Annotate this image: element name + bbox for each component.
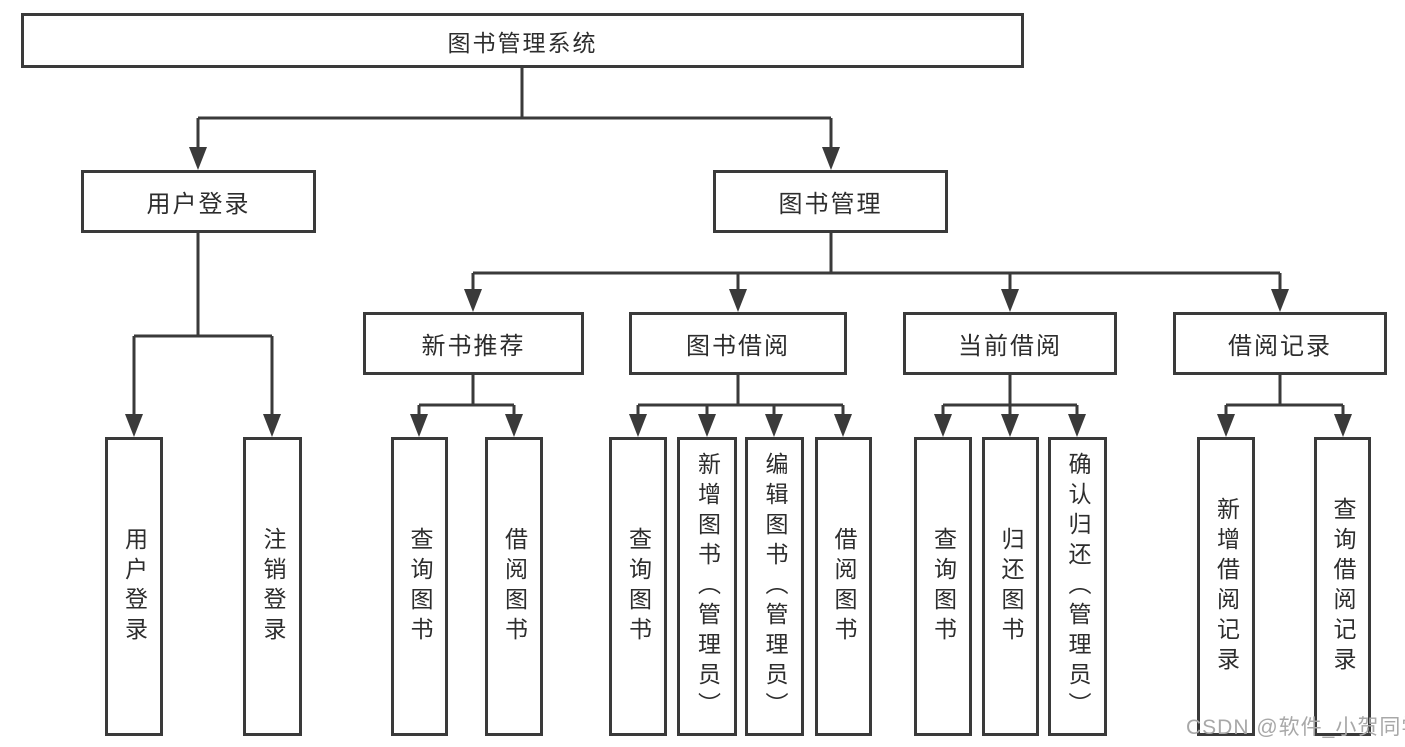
leaf-query-books-current: 查询图书 bbox=[914, 437, 972, 736]
arrow-down-icon bbox=[263, 414, 281, 437]
arrow-down-icon bbox=[505, 414, 523, 437]
leaf-confirm-return-admin-label: 确认归还（管理员） bbox=[1065, 451, 1091, 722]
node-borrowing-records: 借阅记录 bbox=[1173, 312, 1387, 375]
leaf-return-books-label: 归还图书 bbox=[998, 526, 1024, 647]
leaf-query-books-borrowing-label: 查询图书 bbox=[625, 526, 652, 647]
arrow-down-icon bbox=[698, 414, 716, 437]
leaf-edit-books-admin: 编辑图书（管理员） bbox=[745, 437, 804, 736]
leaf-borrow-books-recommend-label: 借阅图书 bbox=[501, 526, 528, 647]
leaf-query-books-recommend-label: 查询图书 bbox=[407, 526, 433, 647]
arrow-down-icon bbox=[189, 147, 207, 170]
node-book-borrowing-label: 图书借阅 bbox=[686, 333, 790, 360]
leaf-add-borrow-record: 新增借阅记录 bbox=[1197, 437, 1255, 736]
arrow-down-icon bbox=[125, 414, 143, 437]
node-user-login-label: 用户登录 bbox=[146, 191, 251, 218]
arrow-down-icon bbox=[1068, 414, 1086, 437]
leaf-user-login: 用户登录 bbox=[105, 437, 163, 736]
arrow-down-icon bbox=[1217, 414, 1235, 437]
leaf-confirm-return-admin: 确认归还（管理员） bbox=[1048, 437, 1107, 736]
arrow-down-icon bbox=[464, 289, 482, 312]
leaf-add-books-admin-label: 新增图书（管理员） bbox=[694, 451, 721, 722]
arrowhead-icons bbox=[125, 147, 1352, 437]
node-book-management-label: 图书管理 bbox=[778, 191, 883, 218]
arrow-down-icon bbox=[765, 414, 783, 437]
arrow-down-icon bbox=[1001, 289, 1019, 312]
leaf-edit-books-admin-label: 编辑图书（管理员） bbox=[762, 451, 788, 722]
connector-lines bbox=[132, 68, 1345, 420]
leaf-add-borrow-record-label: 新增借阅记录 bbox=[1213, 496, 1240, 677]
leaf-query-books-borrowing: 查询图书 bbox=[609, 437, 667, 736]
node-user-login: 用户登录 bbox=[81, 170, 316, 233]
arrow-down-icon bbox=[1271, 289, 1289, 312]
leaf-query-books-current-label: 查询图书 bbox=[930, 526, 957, 647]
arrow-down-icon bbox=[834, 414, 852, 437]
leaf-borrow-books-label: 借阅图书 bbox=[831, 526, 857, 647]
leaf-borrow-books-recommend: 借阅图书 bbox=[485, 437, 543, 736]
leaf-logout-label: 注销登录 bbox=[260, 526, 286, 647]
node-new-book-recommendation-label: 新书推荐 bbox=[421, 333, 526, 360]
leaf-borrow-books: 借阅图书 bbox=[815, 437, 872, 736]
arrow-down-icon bbox=[629, 414, 647, 437]
node-library-management-system-label: 图书管理系统 bbox=[447, 29, 598, 56]
node-library-management-system: 图书管理系统 bbox=[21, 13, 1024, 68]
node-book-borrowing: 图书借阅 bbox=[629, 312, 847, 375]
node-book-management: 图书管理 bbox=[713, 170, 948, 233]
node-borrowing-records-label: 借阅记录 bbox=[1228, 333, 1332, 360]
leaf-query-books-recommend: 查询图书 bbox=[391, 437, 448, 736]
csdn-watermark: CSDN @软件_小贺同学 bbox=[1186, 716, 1405, 739]
arrow-down-icon bbox=[822, 147, 840, 170]
node-current-borrowing: 当前借阅 bbox=[903, 312, 1117, 375]
arrow-down-icon bbox=[410, 414, 428, 437]
node-new-book-recommendation: 新书推荐 bbox=[363, 312, 584, 375]
node-current-borrowing-label: 当前借阅 bbox=[958, 333, 1062, 360]
leaf-return-books: 归还图书 bbox=[982, 437, 1039, 736]
leaf-logout: 注销登录 bbox=[243, 437, 302, 736]
leaf-query-borrow-record: 查询借阅记录 bbox=[1314, 437, 1371, 736]
arrow-down-icon bbox=[729, 289, 747, 312]
leaf-add-books-admin: 新增图书（管理员） bbox=[677, 437, 737, 736]
arrow-down-icon bbox=[1001, 414, 1019, 437]
arrow-down-icon bbox=[1334, 414, 1352, 437]
leaf-user-login-label: 用户登录 bbox=[121, 526, 148, 647]
leaf-query-borrow-record-label: 查询借阅记录 bbox=[1330, 496, 1356, 677]
arrow-down-icon bbox=[934, 414, 952, 437]
